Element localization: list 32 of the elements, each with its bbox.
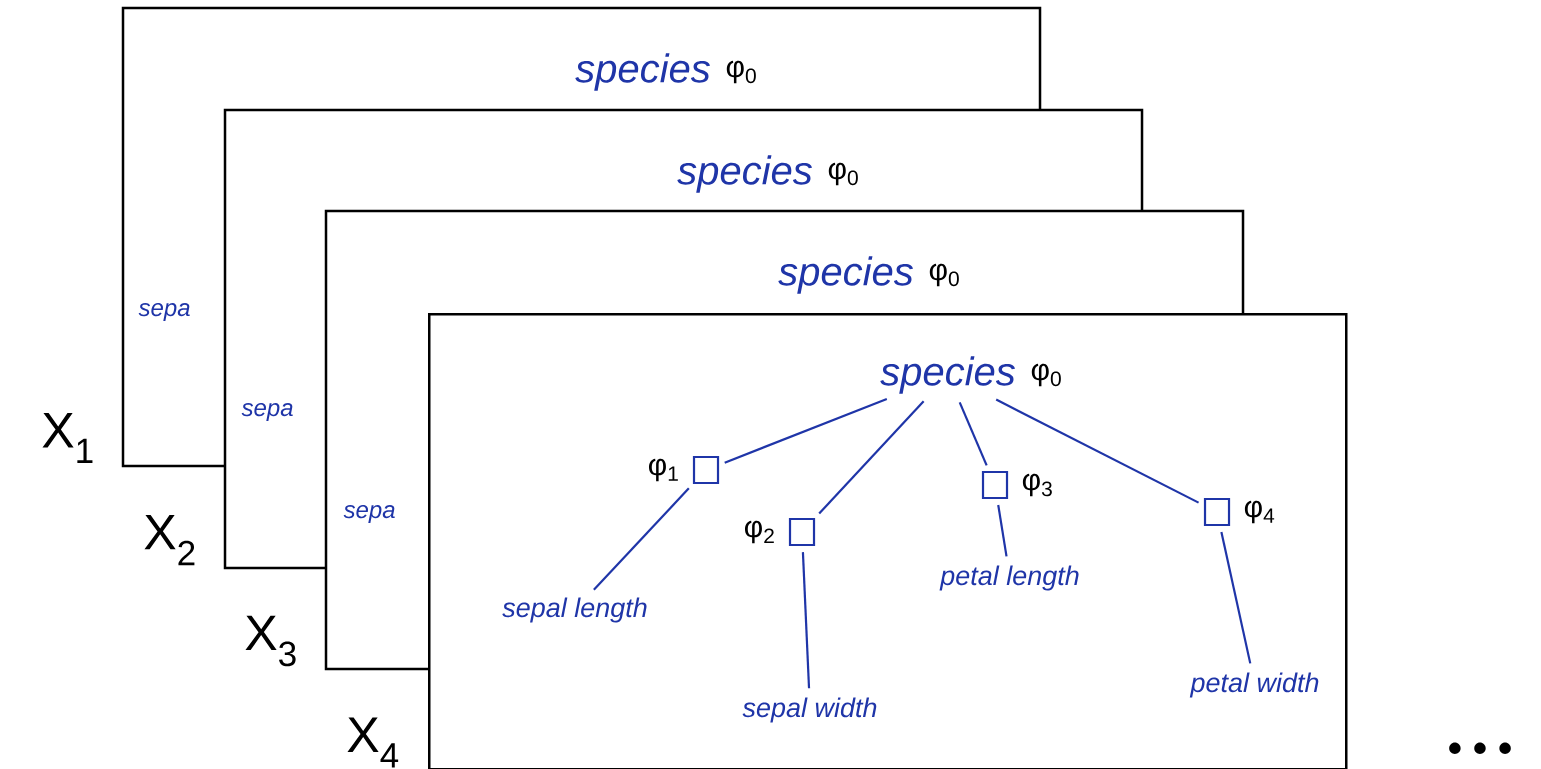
connector-line [818,400,925,515]
factor-label: φ$_{4}$ [1244,500,1275,524]
variable-text: sepal width [742,697,877,723]
connector-line [958,401,988,466]
variable-text: petal length [939,565,1079,591]
heading-text: species [778,256,913,294]
sheet-label: X$_{2}$ [144,514,195,566]
variable-text: sepal length [502,597,647,623]
factor-label: φ$_{3}$ [1022,473,1052,497]
sheet-label: X$_{3}$ [245,615,296,667]
connector-line [801,552,811,689]
heading-text: species [880,356,1015,394]
factor-label: φ$_{0}$ [929,263,959,287]
factor-label: φ$_{0}$ [726,60,756,84]
variable-text: petal width [1189,672,1319,698]
connector-line [593,487,690,591]
ellipsis: • • • [1449,742,1511,755]
cut-text: sepa [241,403,293,421]
connector-line [997,504,1008,557]
factor-label: φ$_{0}$ [828,162,858,186]
connector-line [1220,531,1252,664]
connector-line [995,398,1200,504]
factor-label: φ$_{2}$ [745,520,774,544]
cut-text: sepa [343,505,395,523]
factor-label: φ$_{1}$ [649,458,678,482]
sheet-label: X$_{4}$ [347,717,399,768]
factor-label: φ$_{0}$ [1031,363,1061,387]
heading-text: species [677,155,812,193]
cut-text: sepa [138,303,190,321]
connector-line [724,398,888,464]
sheet-label: X$_{1}$ [42,413,93,463]
heading-text: species [575,53,710,91]
